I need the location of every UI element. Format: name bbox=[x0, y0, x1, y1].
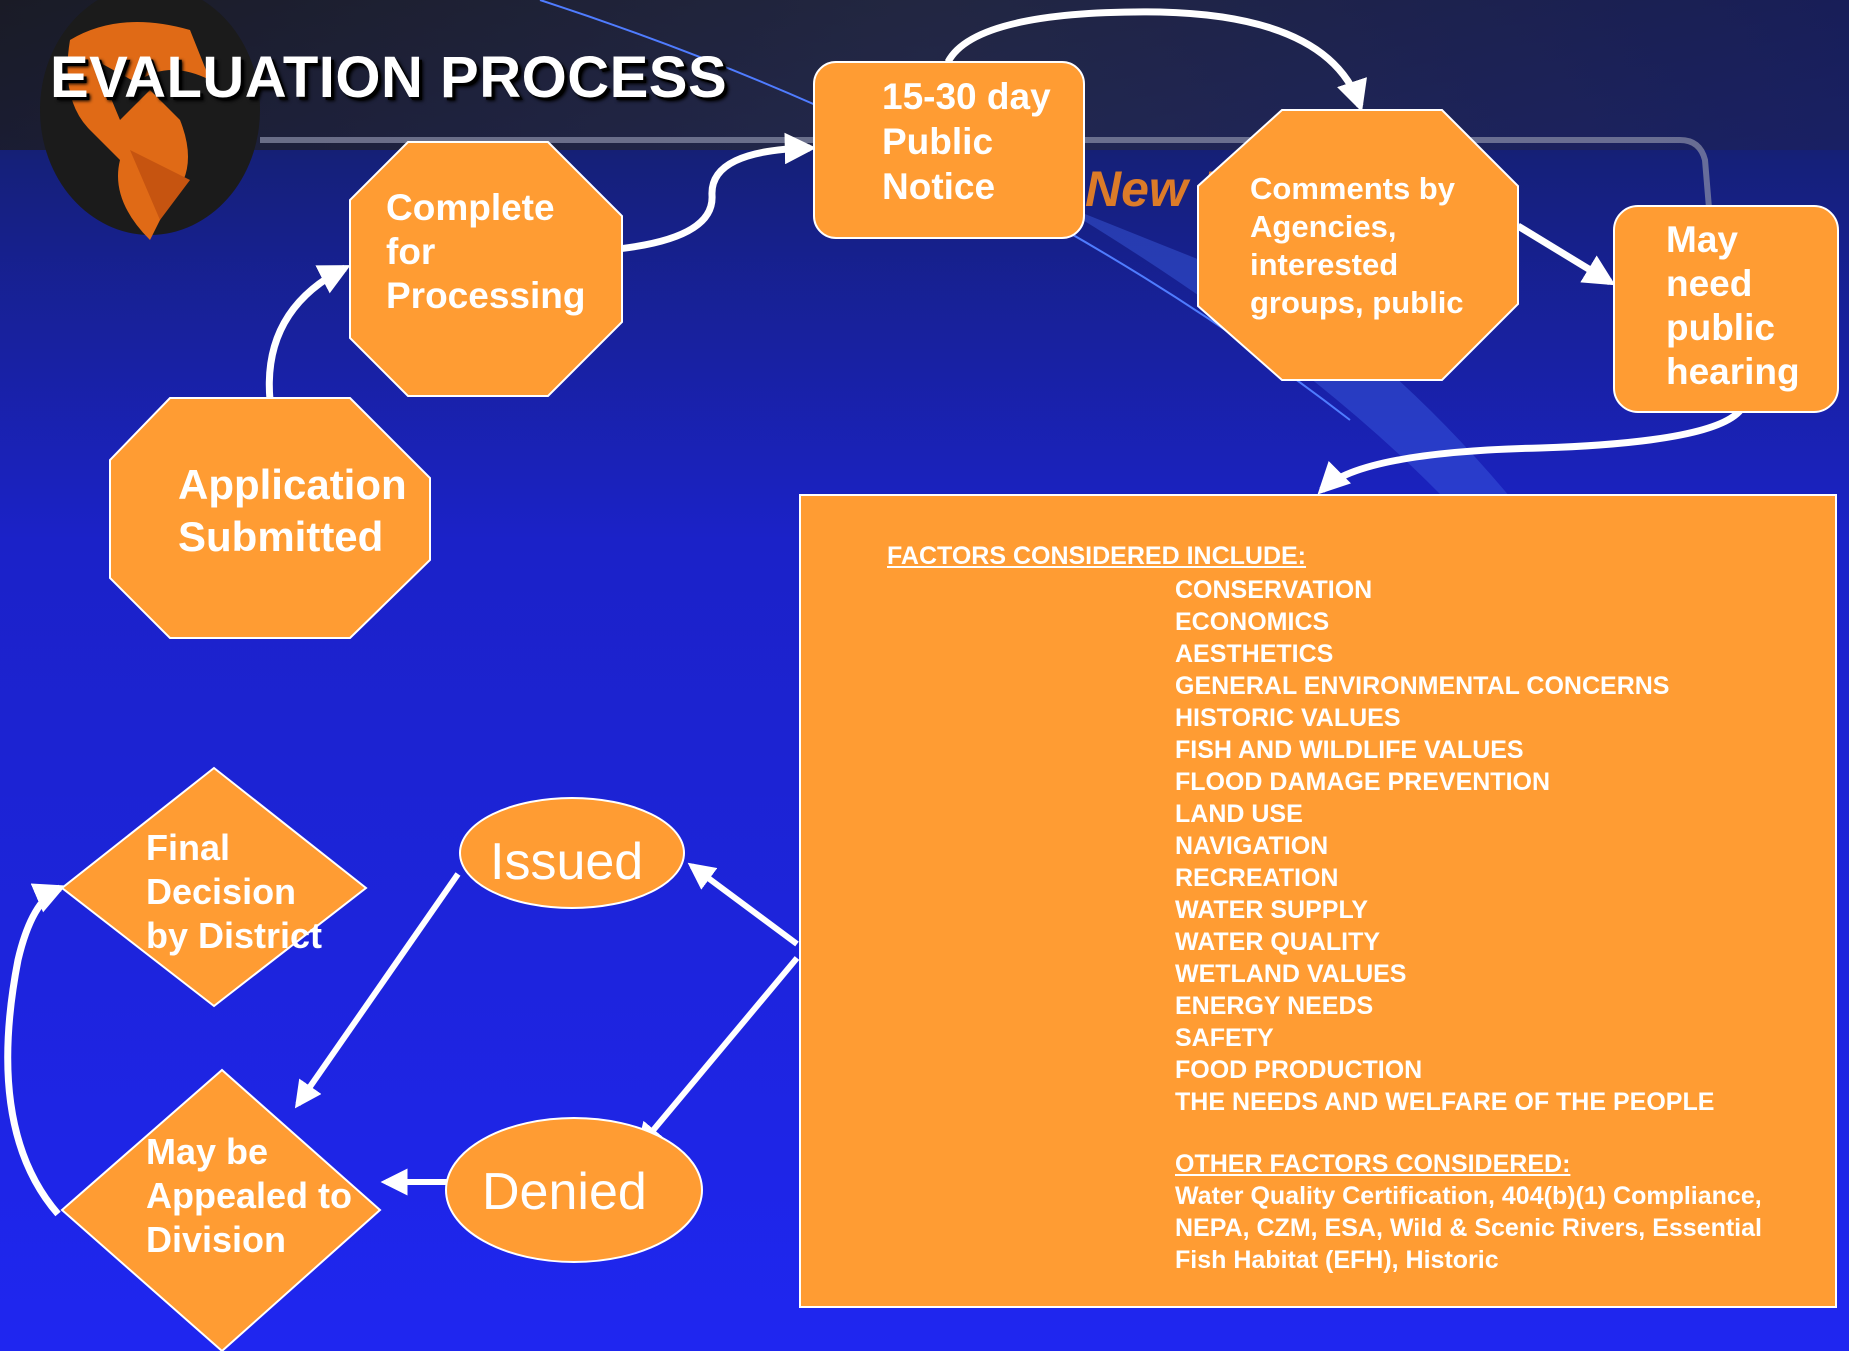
slide-title: EVALUATION PROCESS bbox=[50, 45, 728, 110]
denied-label: Denied bbox=[482, 1163, 647, 1221]
hearing-box bbox=[1613, 205, 1839, 413]
arrow-issued-to-appeal bbox=[294, 872, 461, 1109]
hearing-label: May need public hearing bbox=[1666, 219, 1800, 392]
comments-octagon bbox=[1197, 109, 1519, 381]
arrow-appeal-to-final bbox=[4, 883, 66, 1217]
factor-item: FISH AND WILDLIFE VALUES bbox=[1175, 736, 1524, 764]
final-label: Final Decision by District bbox=[146, 827, 323, 956]
factor-item: AESTHETICS bbox=[1175, 640, 1334, 668]
factor-item: LAND USE bbox=[1175, 800, 1303, 828]
comments-label: Comments by Agencies, interested groups,… bbox=[1250, 171, 1464, 320]
arrow-hearing-to-factors bbox=[1317, 405, 1745, 495]
appeal-label: May be Appealed to Division bbox=[146, 1131, 353, 1260]
appeal-diamond bbox=[60, 1068, 382, 1351]
factor-item: ENERGY NEEDS bbox=[1175, 992, 1374, 1020]
public-notice-box bbox=[813, 61, 1085, 239]
factor-item: HISTORIC VALUES bbox=[1175, 704, 1401, 732]
other-factors-text: Water Quality Certification, 404(b)(1) C… bbox=[1175, 1182, 1762, 1274]
final-diamond bbox=[60, 766, 368, 1008]
factor-item: RECREATION bbox=[1175, 864, 1339, 892]
factor-item: FLOOD DAMAGE PREVENTION bbox=[1175, 768, 1551, 796]
arrow-comments-to-hearing bbox=[1516, 223, 1616, 286]
other-factors-heading: OTHER FACTORS CONSIDERED: bbox=[1175, 1150, 1571, 1178]
arrow-factors-to-issued bbox=[687, 862, 799, 947]
public-notice-label: 15-30 day Public Notice bbox=[882, 76, 1051, 207]
complete-label: Complete for Processing bbox=[386, 187, 586, 316]
factor-item: THE NEEDS AND WELFARE OF THE PEOPLE bbox=[1175, 1088, 1715, 1116]
factor-item: NAVIGATION bbox=[1175, 832, 1329, 860]
factor-item: SAFETY bbox=[1175, 1024, 1274, 1052]
factor-item: WATER QUALITY bbox=[1175, 928, 1381, 956]
application-label: Application Submitted bbox=[178, 461, 407, 560]
factor-item: WETLAND VALUES bbox=[1175, 960, 1407, 988]
factor-item: FOOD PRODUCTION bbox=[1175, 1056, 1423, 1084]
arrow-notice-to-comments bbox=[944, 8, 1367, 112]
arrow-application-to-complete bbox=[265, 264, 351, 401]
factors-box: FACTORS CONSIDERED INCLUDE: CONSERVATION… bbox=[799, 494, 1837, 1308]
factor-item: GENERAL ENVIRONMENTAL CONCERNS bbox=[1175, 672, 1670, 700]
factors-list: CONSERVATION ECONOMICS AESTHETICS GENERAL E… bbox=[1175, 574, 1714, 1118]
factor-item: CONSERVATION bbox=[1175, 576, 1373, 604]
complete-octagon bbox=[349, 141, 623, 397]
arrow-factors-to-denied bbox=[636, 956, 800, 1151]
emblem-icon bbox=[40, 0, 260, 240]
denied-ellipse bbox=[445, 1117, 703, 1263]
issued-label: Issued bbox=[490, 833, 644, 891]
factor-item: WATER SUPPLY bbox=[1175, 896, 1369, 924]
factors-heading: FACTORS CONSIDERED INCLUDE: bbox=[887, 542, 1307, 570]
arrow-complete-to-notice bbox=[607, 132, 817, 254]
issued-ellipse bbox=[459, 797, 685, 909]
application-octagon bbox=[109, 397, 431, 639]
factor-item: ECONOMICS bbox=[1175, 608, 1330, 636]
